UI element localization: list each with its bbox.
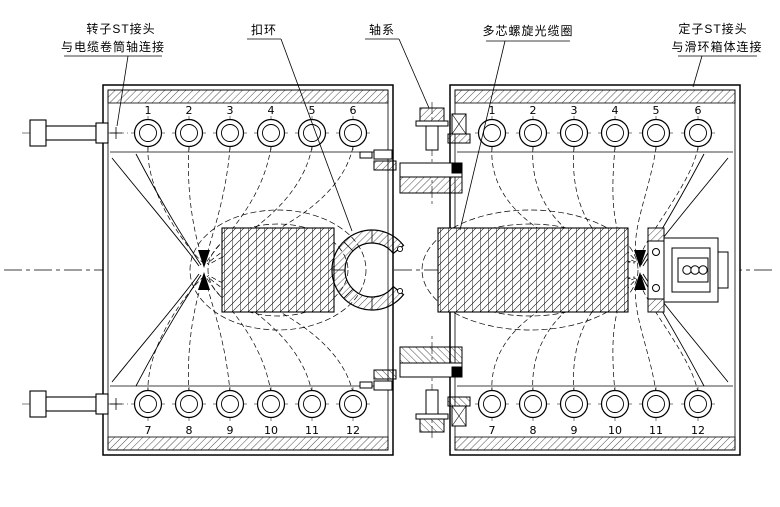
hatched-wall-bottom-right	[454, 436, 736, 451]
retaining-ring	[331, 229, 405, 311]
label-retaining-ring: 扣环	[251, 23, 277, 37]
port-number: 7	[145, 424, 152, 437]
port-number: 7	[489, 424, 496, 437]
label-rotor-st-line1: 转子ST接头	[86, 21, 155, 36]
connector-screw-bottom	[652, 284, 660, 292]
cable-convergence-right	[634, 250, 646, 290]
port-number: 9	[571, 424, 578, 437]
hatched-wall-bottom-left	[107, 436, 389, 451]
port-number: 4	[612, 104, 619, 117]
port-number: 8	[186, 424, 193, 437]
stator-connector	[647, 227, 729, 313]
port-number: 10	[264, 424, 278, 437]
connector-screw-top	[652, 248, 660, 256]
port-number: 1	[145, 104, 152, 117]
port-number: 8	[530, 424, 537, 437]
hatched-wall-top-left	[107, 89, 389, 104]
port-number: 10	[608, 424, 622, 437]
port-number: 4	[268, 104, 275, 117]
fiber-hole-1	[682, 265, 692, 275]
label-shaft-system: 轴系	[369, 22, 395, 37]
label-stator-st-line1: 定子ST接头	[678, 21, 747, 36]
fiber-hole-2	[690, 265, 700, 275]
port-numbers: 1 2 3 4 5 6 7 8 9 10 11 12 1 2 3 4 5 6 7…	[145, 104, 706, 437]
leader-ring	[280, 38, 353, 232]
fiber-hole-3	[698, 265, 708, 275]
port-number: 11	[305, 424, 319, 437]
leader-coil	[459, 40, 506, 231]
port-number: 2	[530, 104, 537, 117]
leader-lines	[64, 38, 757, 232]
callout-labels: 转子ST接头 与电缆卷筒轴连接 扣环 轴系 多芯螺旋光缆圈 定子ST接头 与滑环…	[61, 21, 762, 54]
hatched-wall-top-right	[454, 89, 736, 104]
port-number: 3	[227, 104, 234, 117]
port-number: 1	[489, 104, 496, 117]
cable-convergence-left	[198, 250, 210, 290]
port-number: 9	[227, 424, 234, 437]
port-number: 12	[346, 424, 360, 437]
label-cable-coil: 多芯螺旋光缆圈	[482, 24, 573, 38]
port-number: 12	[691, 424, 705, 437]
port-number: 3	[571, 104, 578, 117]
label-stator-st-line2: 与滑环箱体连接	[671, 39, 762, 54]
leader-rotor	[116, 55, 129, 127]
port-number: 5	[309, 104, 316, 117]
leader-stator	[692, 55, 703, 88]
label-rotor-st-line2: 与电缆卷筒轴连接	[61, 39, 165, 54]
port-number: 2	[186, 104, 193, 117]
port-number: 11	[649, 424, 663, 437]
port-number: 6	[350, 104, 357, 117]
port-number: 6	[695, 104, 702, 117]
cable-coil-left	[221, 227, 335, 313]
port-number: 5	[653, 104, 660, 117]
cable-coil-right	[437, 227, 629, 313]
leader-shaft	[398, 38, 430, 109]
